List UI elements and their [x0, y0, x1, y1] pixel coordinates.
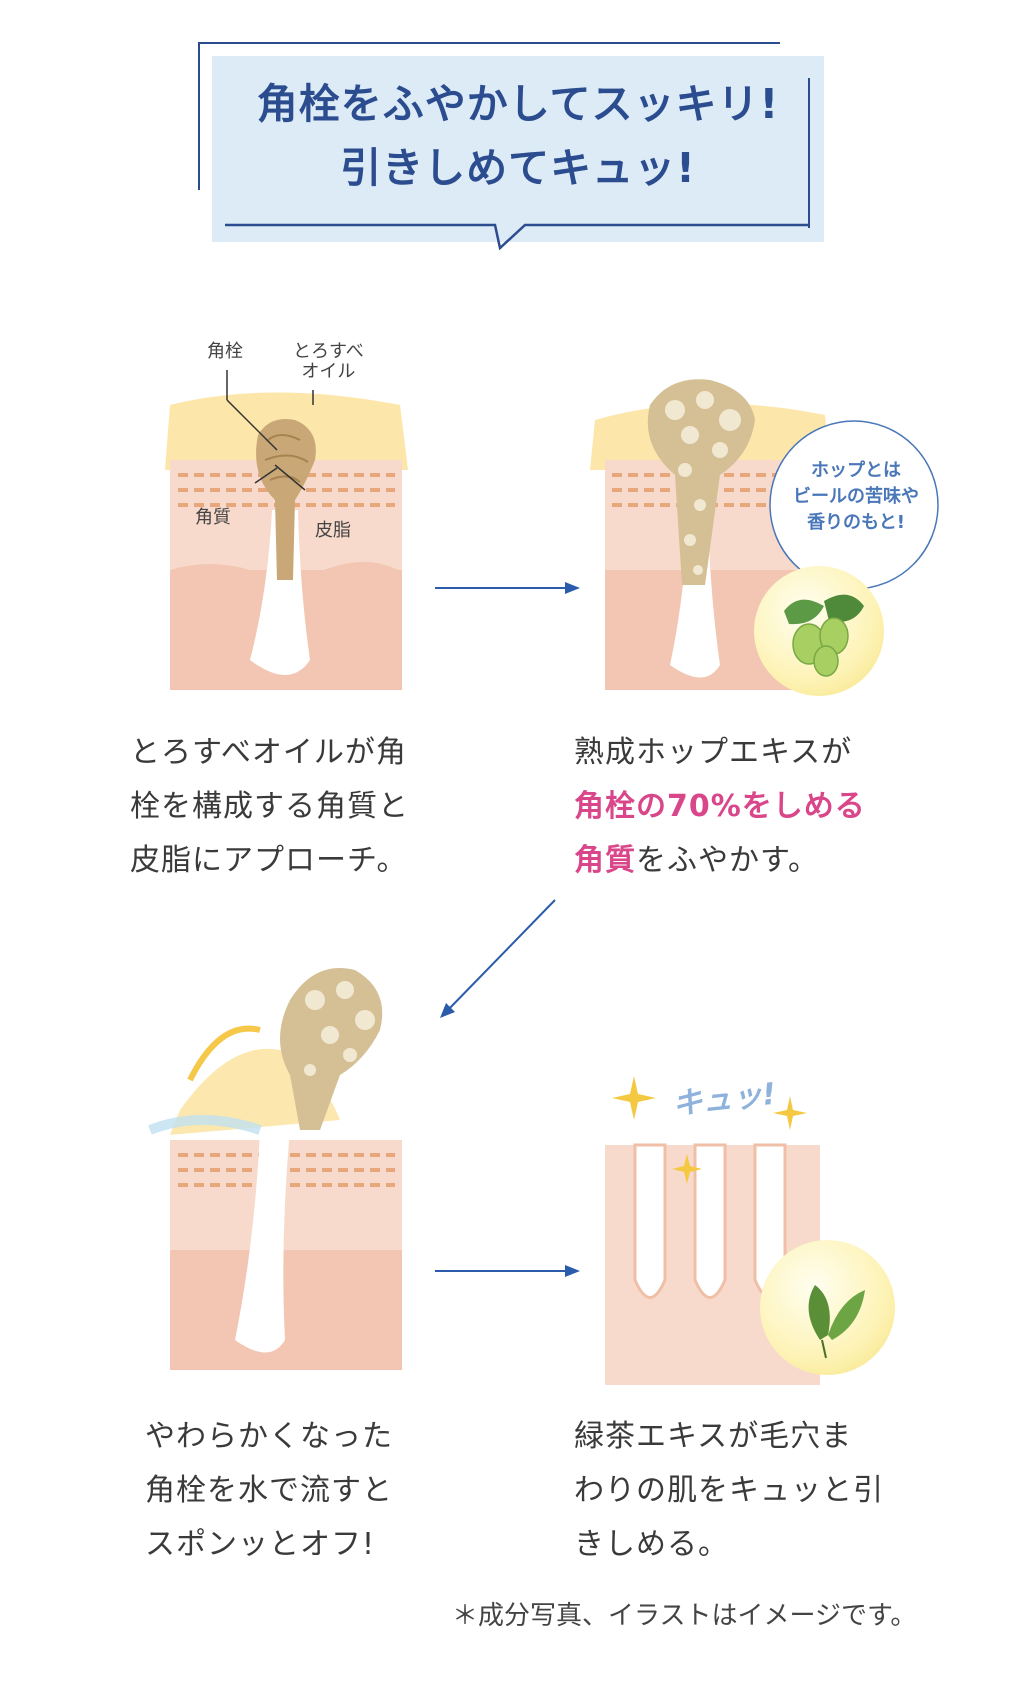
step1-line-3: 皮脂にアプローチ。	[130, 843, 408, 878]
title-line-2: 引きしめてキュッ!	[340, 144, 696, 192]
arrow-right-1	[435, 582, 580, 594]
hop-bubble-line-2: ビールの苦味や	[793, 486, 919, 507]
label-plug: 角栓	[207, 341, 243, 362]
label-oil-line1: とろすべ	[293, 341, 364, 362]
step2-line-3-rest: をふやかす。	[636, 843, 819, 878]
tea-ingredient-sphere	[760, 1240, 895, 1375]
step3-line-1: やわらかくなった	[145, 1419, 393, 1454]
hop-bubble-text: ホップとは ビールの苦味や 香りのもと!	[782, 458, 930, 536]
arrow-diagonal	[440, 899, 556, 1018]
step2-line-2-highlight: 角栓の70%をしめる	[574, 789, 866, 824]
sparkle-icons	[612, 1076, 807, 1184]
step3-line-3: スポンッとオフ!	[145, 1527, 376, 1562]
header-top-line	[198, 42, 780, 44]
label-sebum: 皮脂	[315, 520, 351, 541]
page-title: 角栓をふやかしてスッキリ! 引きしめてキュッ!	[212, 72, 824, 200]
step3-description: やわらかくなった 角栓を水で流すと スポンッとオフ!	[145, 1410, 393, 1572]
header-bottom-line	[225, 223, 810, 250]
step2-line-3-highlight: 角質	[574, 843, 636, 878]
step4-line-3: きしめる。	[574, 1527, 729, 1562]
header-right-line	[808, 78, 810, 228]
step1-description: とろすべオイルが角 栓を構成する角質と 皮脂にアプローチ。	[130, 726, 409, 888]
hop-ingredient-sphere	[754, 566, 884, 696]
hop-bubble-line-1: ホップとは	[811, 460, 901, 481]
hop-bubble-line-3: 香りのもと!	[807, 512, 905, 533]
arrow-right-2	[435, 1265, 580, 1277]
header-box	[212, 56, 824, 242]
step3-line-2: 角栓を水で流すと	[145, 1473, 393, 1508]
label-keratin: 角質	[195, 507, 231, 528]
step2-line-3: 角質をふやかす。	[574, 834, 866, 888]
step2-line-1: 熟成ホップエキスが	[574, 735, 853, 770]
step3-skin-illustration	[148, 968, 402, 1370]
step4-description: 緑茶エキスが毛穴ま わりの肌をキュッと引 きしめる。	[574, 1410, 884, 1572]
title-line-1: 角栓をふやかしてスッキリ!	[256, 80, 780, 128]
step1-line-1: とろすべオイルが角	[130, 735, 407, 770]
step1-leader-lines	[226, 370, 314, 491]
label-oil: とろすべ オイル	[293, 342, 364, 382]
step4-line-1: 緑茶エキスが毛穴ま	[574, 1419, 853, 1454]
step2-description: 熟成ホップエキスが 角栓の70%をしめる 角質をふやかす。	[574, 726, 866, 888]
footnote: ＊成分写真、イラストはイメージです。	[452, 1601, 917, 1631]
hop-icon	[784, 594, 864, 677]
step4-line-2: わりの肌をキュッと引	[574, 1473, 884, 1508]
green-tea-leaf-icon	[808, 1285, 865, 1359]
step1-skin-illustration	[165, 392, 408, 690]
step1-line-2: 栓を構成する角質と	[130, 789, 409, 824]
header-left-line	[198, 42, 200, 190]
label-oil-line2: オイル	[301, 361, 356, 382]
